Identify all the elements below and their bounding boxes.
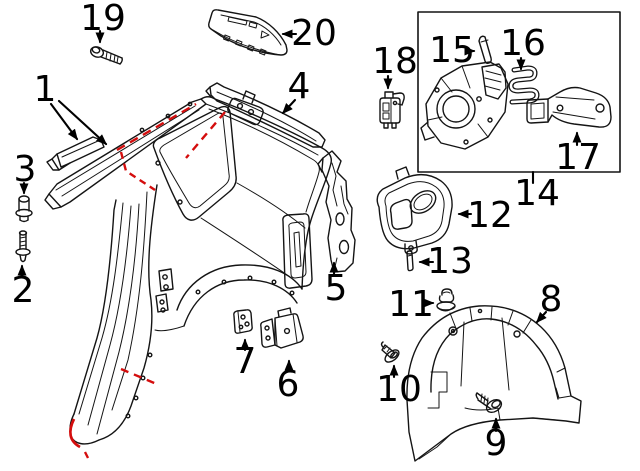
callout-12[interactable]: 12 [467,195,513,236]
spring-art [508,65,540,105]
callout-2[interactable]: 2 [11,270,35,311]
callout-16[interactable]: 16 [500,23,546,64]
callout-15[interactable]: 15 [429,30,475,71]
fuel-door-housing-art [420,61,509,150]
hinge-pin-art [478,35,492,64]
leader-arrows [17,29,582,433]
callout-4[interactable]: 4 [287,66,311,107]
callout-1[interactable]: 1 [33,69,57,110]
drip-rail-strip-art [46,136,105,171]
callout-14[interactable]: 14 [514,173,560,214]
bolt-art [89,46,123,65]
fuel-filler-pocket-art [376,166,453,255]
callout-18[interactable]: 18 [372,41,418,82]
callout-17[interactable]: 17 [555,137,601,178]
cut-lines [69,102,226,459]
mount-plate-art [233,309,253,334]
callout-19[interactable]: 19 [80,0,126,39]
callout-5[interactable]: 5 [324,268,348,309]
actuator-art [379,91,405,129]
pin-art [406,250,414,272]
callout-11[interactable]: 11 [388,284,434,325]
callout-9[interactable]: 9 [484,423,508,464]
screw-art [475,392,503,414]
callout-8[interactable]: 8 [539,279,563,320]
callout-10[interactable]: 10 [376,369,422,410]
callout-6[interactable]: 6 [276,364,300,405]
callout-13[interactable]: 13 [427,241,473,282]
group-box-14 [417,11,621,173]
push-rivet-art [380,341,400,363]
mount-bracket-art [260,307,304,349]
access-cover-art [208,9,288,56]
hinge-bracket-art [526,86,612,128]
grommet-art [436,288,456,312]
pillar-reinforcement-art [317,150,356,273]
stud-short-art [15,195,33,223]
callout-20[interactable]: 20 [291,13,337,54]
callout-7[interactable]: 7 [233,341,257,382]
callout-3[interactable]: 3 [13,149,37,190]
roof-side-rail-art [205,82,326,148]
stud-long-art [15,230,31,263]
